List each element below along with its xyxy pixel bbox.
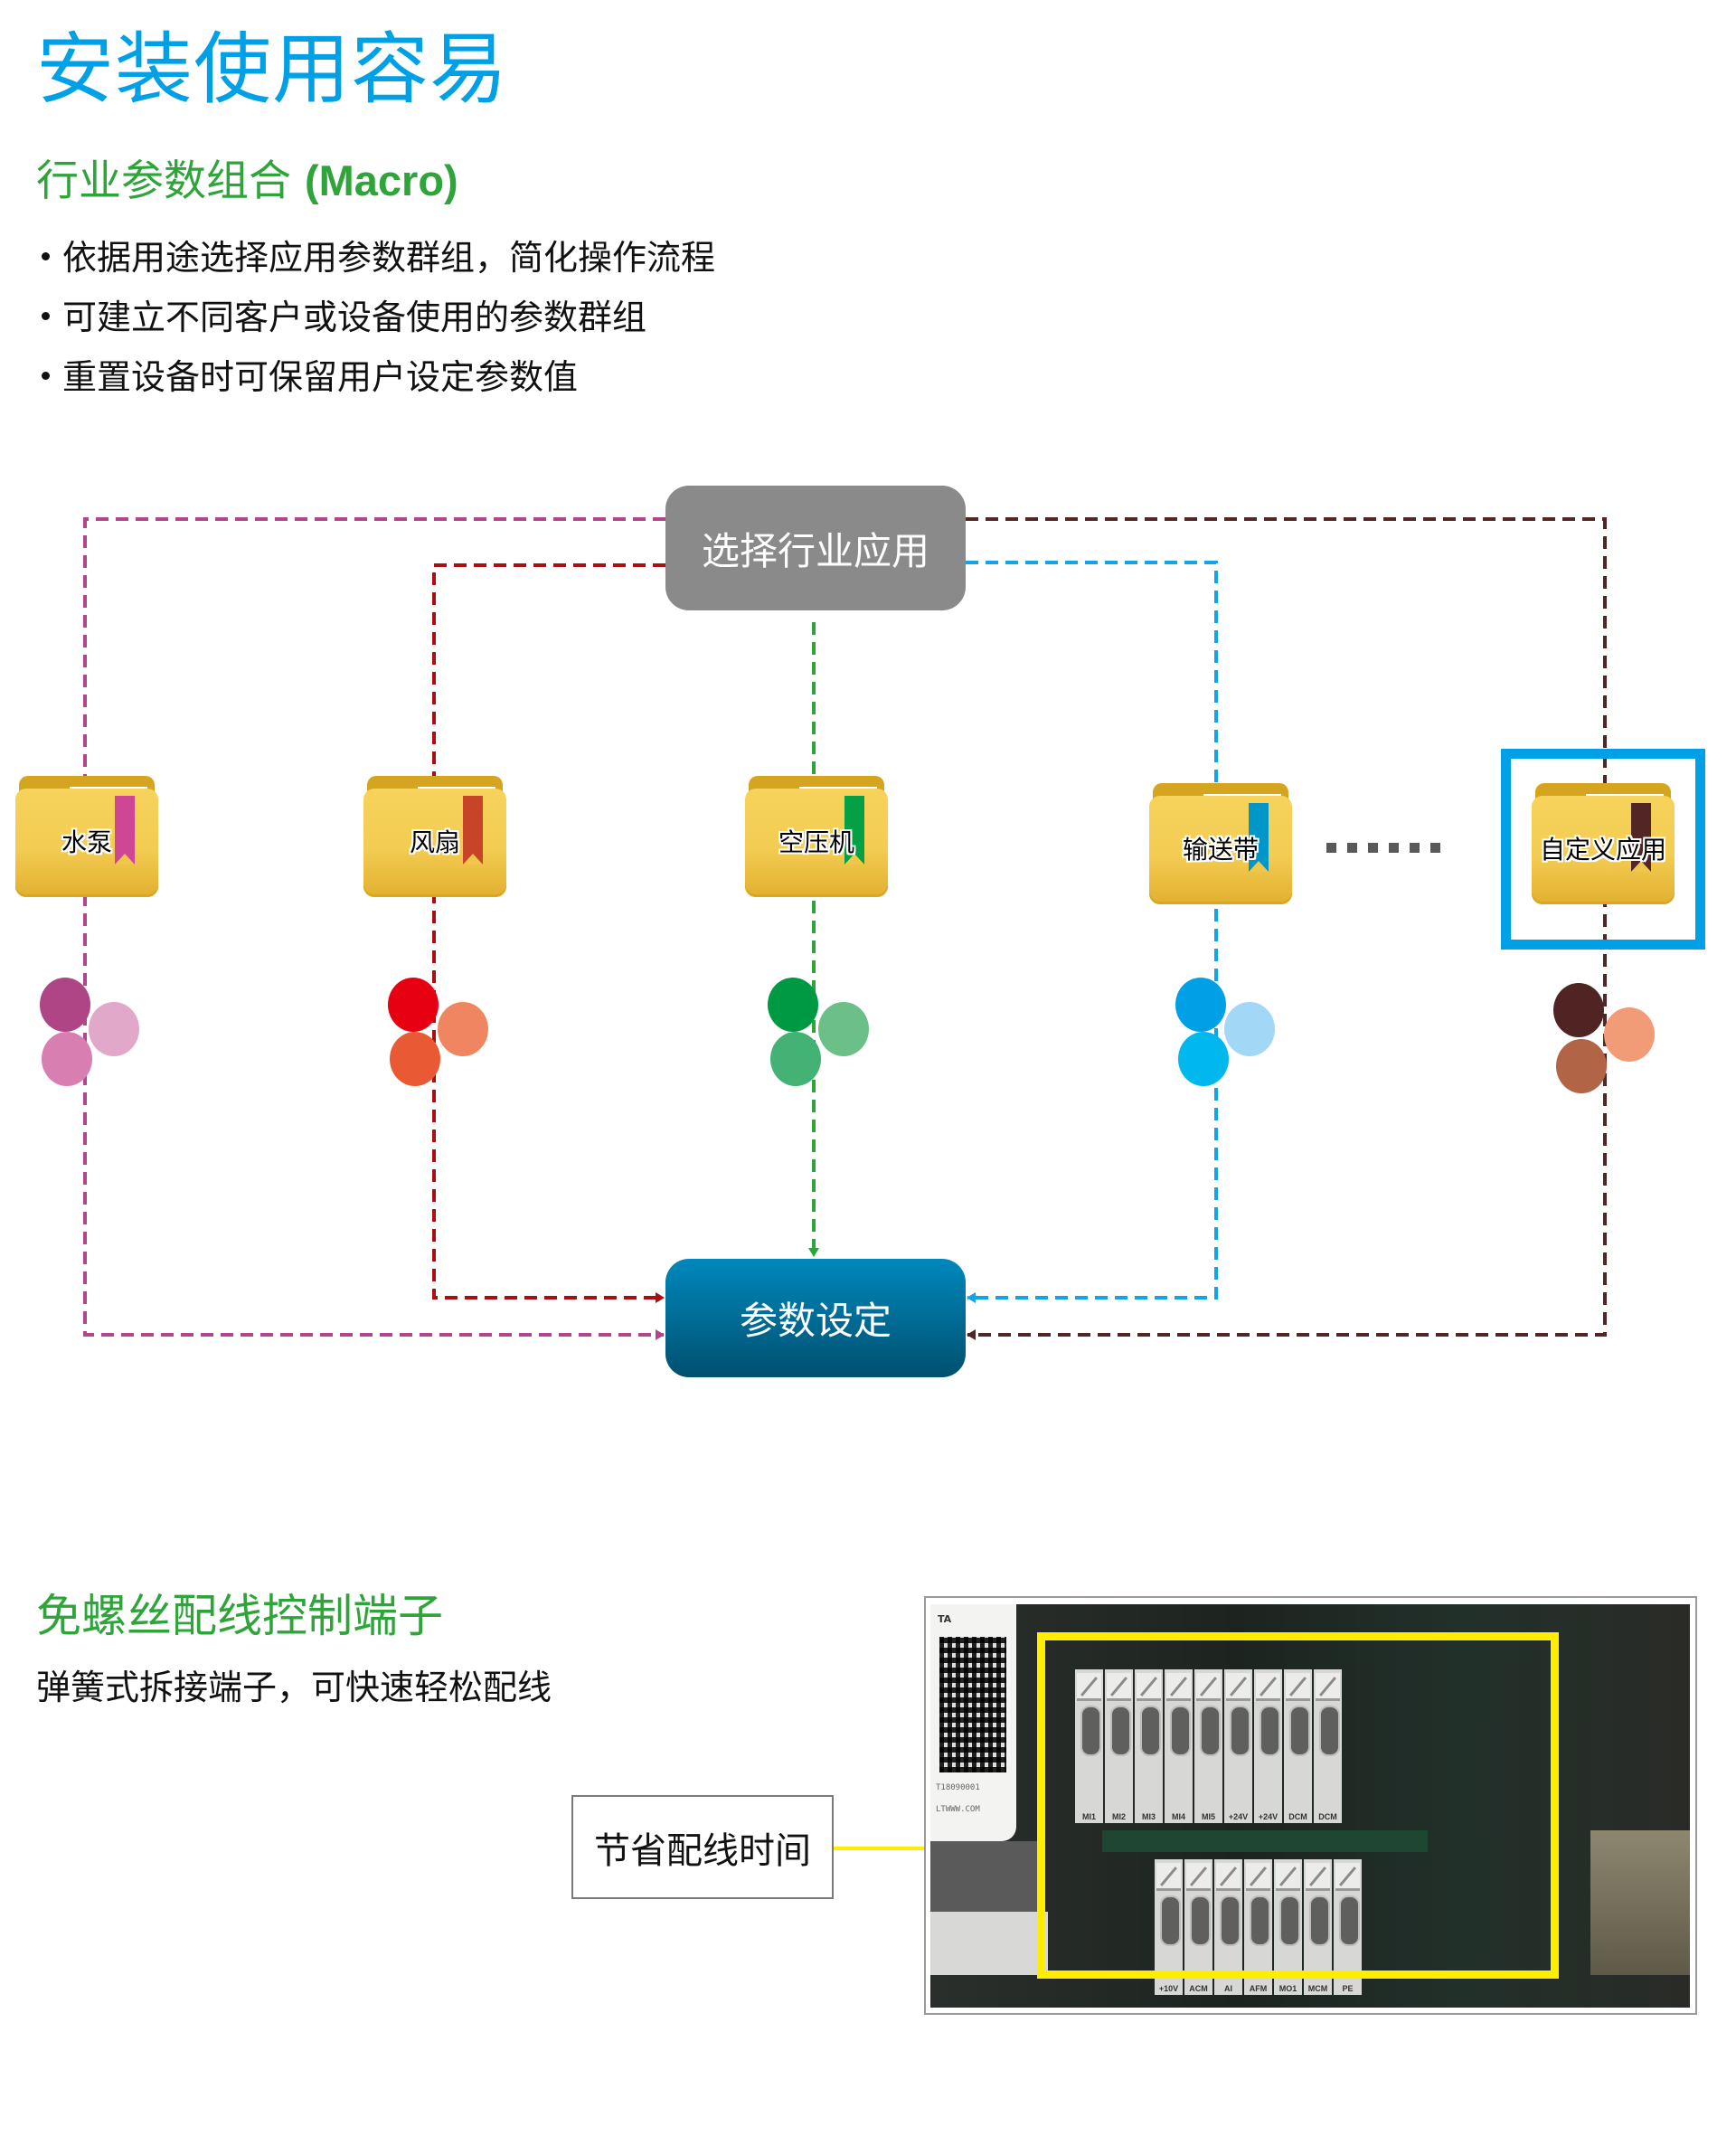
parameter-setting-label: 参数设定 [739,1299,892,1343]
qr-site-text: LTWWW.COM [936,1805,980,1814]
color-dot [768,978,818,1032]
section-title-macro: 行业参数组合 (Macro) [36,154,458,209]
color-dot [1604,1007,1655,1062]
bookmark-icon [1631,803,1651,872]
connector-fan [432,563,665,1303]
color-dot [1224,1002,1275,1056]
folder-compressor[interactable]: 空压机 [745,776,888,897]
connector-pump [83,517,665,1340]
feature-list: 依据用途选择应用参数群组，简化操作流程 可建立不同客户或设备使用的参数群组 重置… [36,228,715,407]
color-dot [89,1002,139,1056]
color-dot [438,1002,488,1056]
terminal[interactable]: MI2 [1105,1669,1133,1823]
folder-label: 水泵 [61,827,112,857]
folder-label: 风扇 [409,827,460,857]
color-dot [1175,978,1226,1032]
color-dot [40,978,90,1032]
color-dot [388,978,439,1032]
color-dot [42,1032,92,1086]
terminal[interactable]: +24V [1254,1669,1282,1823]
feature-item: 依据用途选择应用参数群组，简化操作流程 [36,228,715,288]
color-dot [390,1032,440,1086]
qr-label: TA T18090001 LTWWW.COM [930,1604,1016,1841]
qr-serial-text: T18090001 [936,1783,980,1792]
terminal[interactable]: MI3 [1135,1669,1163,1823]
page-title: 安装使用容易 [36,24,508,115]
bookmark-icon [844,796,864,865]
terminal-photo: TA T18090001 LTWWW.COM MI1 MI2 MI3 MI4 M… [930,1604,1690,2008]
folder-label: 空压机 [778,827,854,857]
bookmark-icon [1249,803,1269,872]
color-dot [770,1032,821,1086]
terminal[interactable]: +24V [1224,1669,1252,1823]
color-dot [1178,1032,1229,1086]
subtitle-en: (Macro) [304,156,458,204]
callout-text: 节省配线时间 [594,1829,811,1872]
connector-conveyor [966,561,1218,1303]
feature-item: 重置设备时可保留用户设定参数值 [36,347,715,407]
section-title-terminals: 免螺丝配线控制端子 [36,1590,443,1642]
subtitle-cn: 行业参数组合 [36,156,305,206]
terminal[interactable]: MI1 [1075,1669,1103,1823]
select-industry-label: 选择行业应用 [701,528,929,573]
terminal-row-top: MI1 MI2 MI3 MI4 MI5 +24V +24V DCM DCM [1075,1669,1344,1823]
callout-save-wiring-time: 节省配线时间 [571,1795,834,1899]
bullet-icon [42,372,50,380]
bookmark-icon [463,796,483,865]
folder-label: 输送带 [1182,835,1259,865]
screw-terminal-block [930,1912,1048,1975]
pcb-strip [1102,1830,1428,1852]
folder-custom-application[interactable]: 自定义应用 [1532,783,1675,904]
connector-custom [966,517,1607,1340]
feature-text: 依据用途选择应用参数群组，简化操作流程 [62,238,716,278]
rj45-port [1590,1830,1690,1975]
terminal[interactable]: DCM [1314,1669,1342,1823]
folder-fan[interactable]: 风扇 [363,776,506,897]
terminal[interactable]: MI5 [1194,1669,1222,1823]
bullet-icon [42,252,50,260]
more-applications-ellipsis [1326,843,1440,853]
custom-app-highlight-frame [1501,749,1705,950]
feature-item: 可建立不同客户或设备使用的参数群组 [36,288,715,347]
parameter-setting-node[interactable]: 参数设定 [665,1259,966,1377]
folder-pump[interactable]: 水泵 [15,776,158,897]
folder-conveyor[interactable]: 输送带 [1149,783,1292,904]
feature-text: 可建立不同客户或设备使用的参数群组 [62,298,647,337]
feature-text: 重置设备时可保留用户设定参数值 [62,357,579,397]
terminal-row-bottom: +10V ACM AI AFM MO1 MCM PE [1155,1859,1363,1995]
terminal[interactable]: DCM [1284,1669,1312,1823]
color-dot [818,1002,869,1056]
qr-code-icon [939,1637,1006,1772]
terminal[interactable]: MI4 [1165,1669,1193,1823]
bookmark-icon [115,796,135,865]
section-description: 弹簧式拆接端子，可快速轻松配线 [36,1668,552,1707]
qr-header-text: TA [938,1613,952,1625]
folder-label: 自定义应用 [1539,835,1666,865]
select-industry-node[interactable]: 选择行业应用 [665,486,966,610]
bullet-icon [42,312,50,320]
color-dot [1553,983,1604,1037]
color-dot [1556,1039,1607,1093]
terminal-highlight-box [1037,1632,1559,1979]
